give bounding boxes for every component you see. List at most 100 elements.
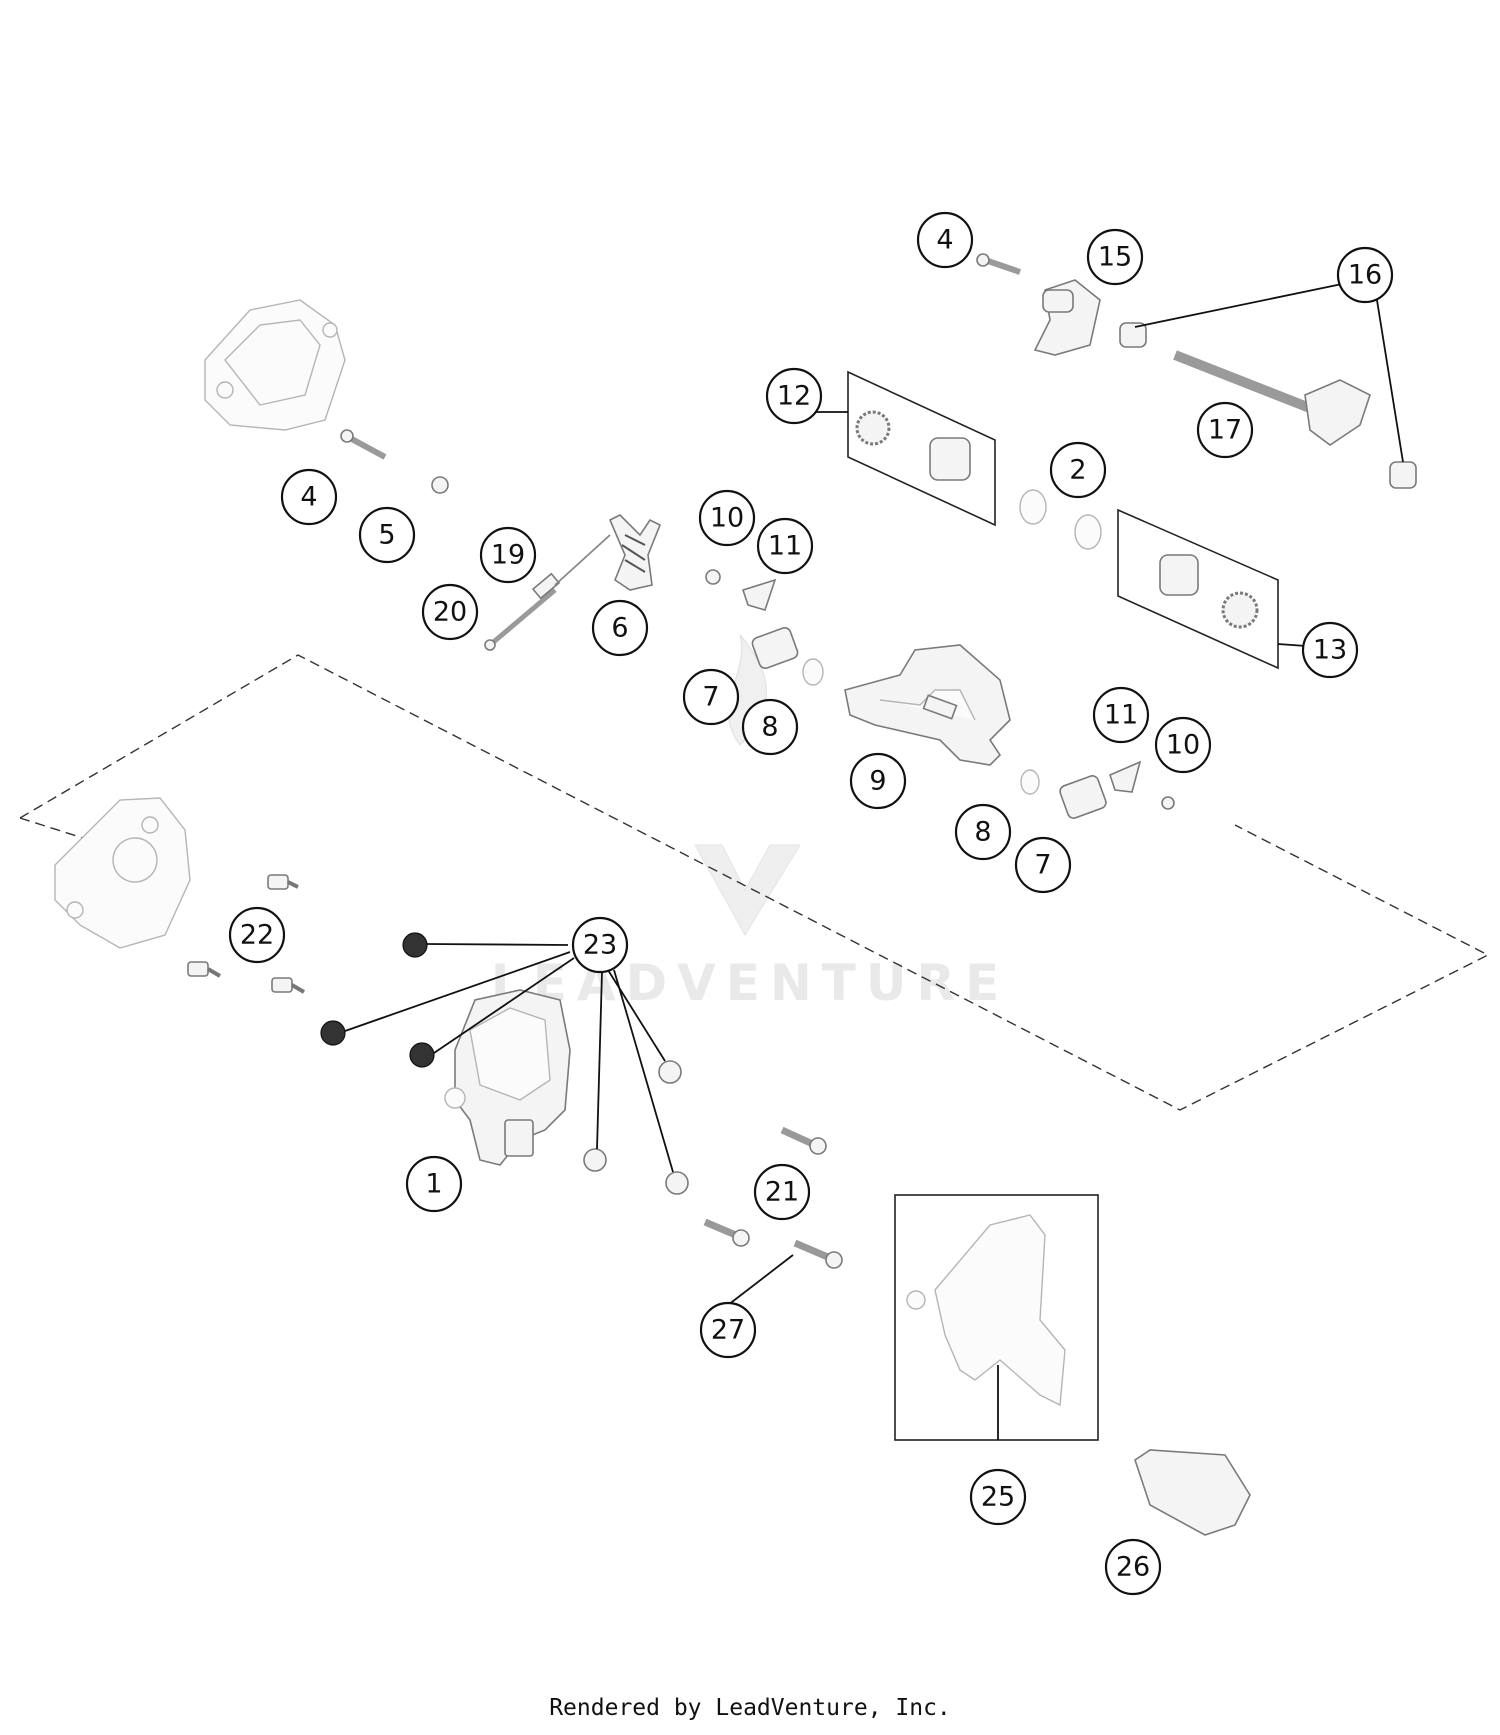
nut-part-23-c xyxy=(409,1042,435,1068)
callout-20-label: 20 xyxy=(433,597,467,628)
spring-part-19 xyxy=(554,534,611,586)
callout-4-left: 4 xyxy=(280,468,338,526)
kit-part-12 xyxy=(847,370,996,527)
screw-part-22-a xyxy=(267,874,299,890)
callout-13-label: 13 xyxy=(1313,635,1347,666)
callout-7-lower-label: 7 xyxy=(1034,850,1051,881)
callout-4-right: 4 xyxy=(916,211,974,269)
screw-part-4-left xyxy=(340,429,387,460)
callout-25-label: 25 xyxy=(981,1482,1015,1513)
callout-10-upper: 10 xyxy=(698,489,756,547)
shift-detent-lever-part-6 xyxy=(608,514,662,591)
shift-actuator-part-1 xyxy=(444,989,571,1166)
nut-part-23-a xyxy=(402,932,428,958)
callout-7-upper: 7 xyxy=(682,668,740,726)
guard-part-26 xyxy=(1134,1449,1251,1536)
callout-6-label: 6 xyxy=(611,613,628,644)
callout-15-label: 15 xyxy=(1098,242,1132,273)
rendered-by-footer: Rendered by LeadVenture, Inc. xyxy=(549,1695,951,1721)
callout-8-lower-label: 8 xyxy=(974,817,991,848)
callout-27: 27 xyxy=(699,1301,757,1359)
cover-kit-part-25 xyxy=(894,1194,1099,1441)
callout-10-lower: 10 xyxy=(1154,716,1212,774)
shift-drum-part-9 xyxy=(844,644,1011,766)
screw-part-27 xyxy=(793,1239,843,1269)
callout-17: 17 xyxy=(1196,401,1254,459)
bushing-part-7-lower xyxy=(1059,775,1107,819)
callout-2: 2 xyxy=(1049,441,1107,499)
callout-4-left-label: 4 xyxy=(300,482,317,513)
screw-part-22-c xyxy=(271,977,306,994)
callout-5: 5 xyxy=(358,506,416,564)
callout-26-label: 26 xyxy=(1116,1552,1150,1583)
callout-5-label: 5 xyxy=(378,520,395,551)
callout-1-label: 1 xyxy=(425,1169,442,1200)
plate-part-11-upper xyxy=(741,578,777,611)
nut-part-23-f xyxy=(665,1171,689,1195)
callout-16-label: 16 xyxy=(1348,260,1382,291)
callout-22: 22 xyxy=(228,906,286,964)
callout-9-label: 9 xyxy=(869,766,886,797)
bushing-part-16-upper xyxy=(1119,322,1147,348)
callout-21-label: 21 xyxy=(765,1177,799,1208)
callout-26: 26 xyxy=(1104,1538,1162,1596)
callout-8-upper: 8 xyxy=(741,698,799,756)
callout-12-label: 12 xyxy=(777,381,811,412)
callout-17-label: 17 xyxy=(1208,415,1242,446)
callout-8-lower: 8 xyxy=(954,803,1012,861)
callout-7-lower: 7 xyxy=(1014,836,1072,894)
callout-20: 20 xyxy=(421,583,479,641)
callout-8-upper-label: 8 xyxy=(761,712,778,743)
nut-part-23-e xyxy=(583,1148,607,1172)
callout-19: 19 xyxy=(479,526,537,584)
callout-4-right-label: 4 xyxy=(936,225,953,256)
bushing-part-16-lower xyxy=(1389,461,1417,489)
callout-10-upper-label: 10 xyxy=(710,503,744,534)
screw-part-21-upper xyxy=(780,1126,827,1155)
upper-housing-cover-part xyxy=(204,299,346,431)
callout-12: 12 xyxy=(765,367,823,425)
callout-11-lower-label: 11 xyxy=(1104,700,1138,731)
nut-part-23-b xyxy=(320,1020,346,1046)
leader-lines xyxy=(344,283,1404,1440)
washer-part-5 xyxy=(431,476,449,494)
nut-part-23-d xyxy=(658,1060,682,1084)
callout-7-upper-label: 7 xyxy=(702,682,719,713)
screw-part-10-upper xyxy=(705,569,721,585)
callout-23: 23 xyxy=(571,916,629,974)
callout-11-upper: 11 xyxy=(756,517,814,575)
callout-16: 16 xyxy=(1336,246,1394,304)
assembly-boundary-dashed-line xyxy=(19,654,1490,1111)
callout-6: 6 xyxy=(591,599,649,657)
callout-27-label: 27 xyxy=(711,1315,745,1346)
callout-11-lower: 11 xyxy=(1092,686,1150,744)
ring-part-8-lower xyxy=(1020,769,1040,795)
screw-part-22-b xyxy=(187,961,222,978)
callout-23-label: 23 xyxy=(583,930,617,961)
callout-1: 1 xyxy=(405,1155,463,1213)
callout-2-label: 2 xyxy=(1069,455,1086,486)
watermark-v-icon xyxy=(694,844,801,936)
callout-22-label: 22 xyxy=(240,920,274,951)
ring-part-2-b xyxy=(1074,514,1102,550)
callout-15: 15 xyxy=(1086,228,1144,286)
callout-9: 9 xyxy=(849,752,907,810)
callout-19-label: 19 xyxy=(491,540,525,571)
callout-21: 21 xyxy=(753,1163,811,1221)
bushing-part-7-upper xyxy=(751,627,799,669)
kit-part-13 xyxy=(1117,508,1279,670)
bolt-part-20 xyxy=(484,572,561,651)
shift-shaft-part-17 xyxy=(1173,350,1371,446)
ring-part-8-upper xyxy=(802,658,824,686)
shift-lever-part-15 xyxy=(976,253,1101,356)
lower-housing-cover-part xyxy=(54,797,191,949)
callout-25: 25 xyxy=(969,1468,1027,1526)
screw-part-21-lower xyxy=(703,1218,750,1247)
watermark-text: LEADVENTURE xyxy=(491,954,1009,1012)
screw-part-10-lower xyxy=(1161,796,1175,810)
plate-part-11-lower xyxy=(1109,760,1142,793)
callout-13: 13 xyxy=(1301,621,1359,679)
callout-11-upper-label: 11 xyxy=(768,531,802,562)
